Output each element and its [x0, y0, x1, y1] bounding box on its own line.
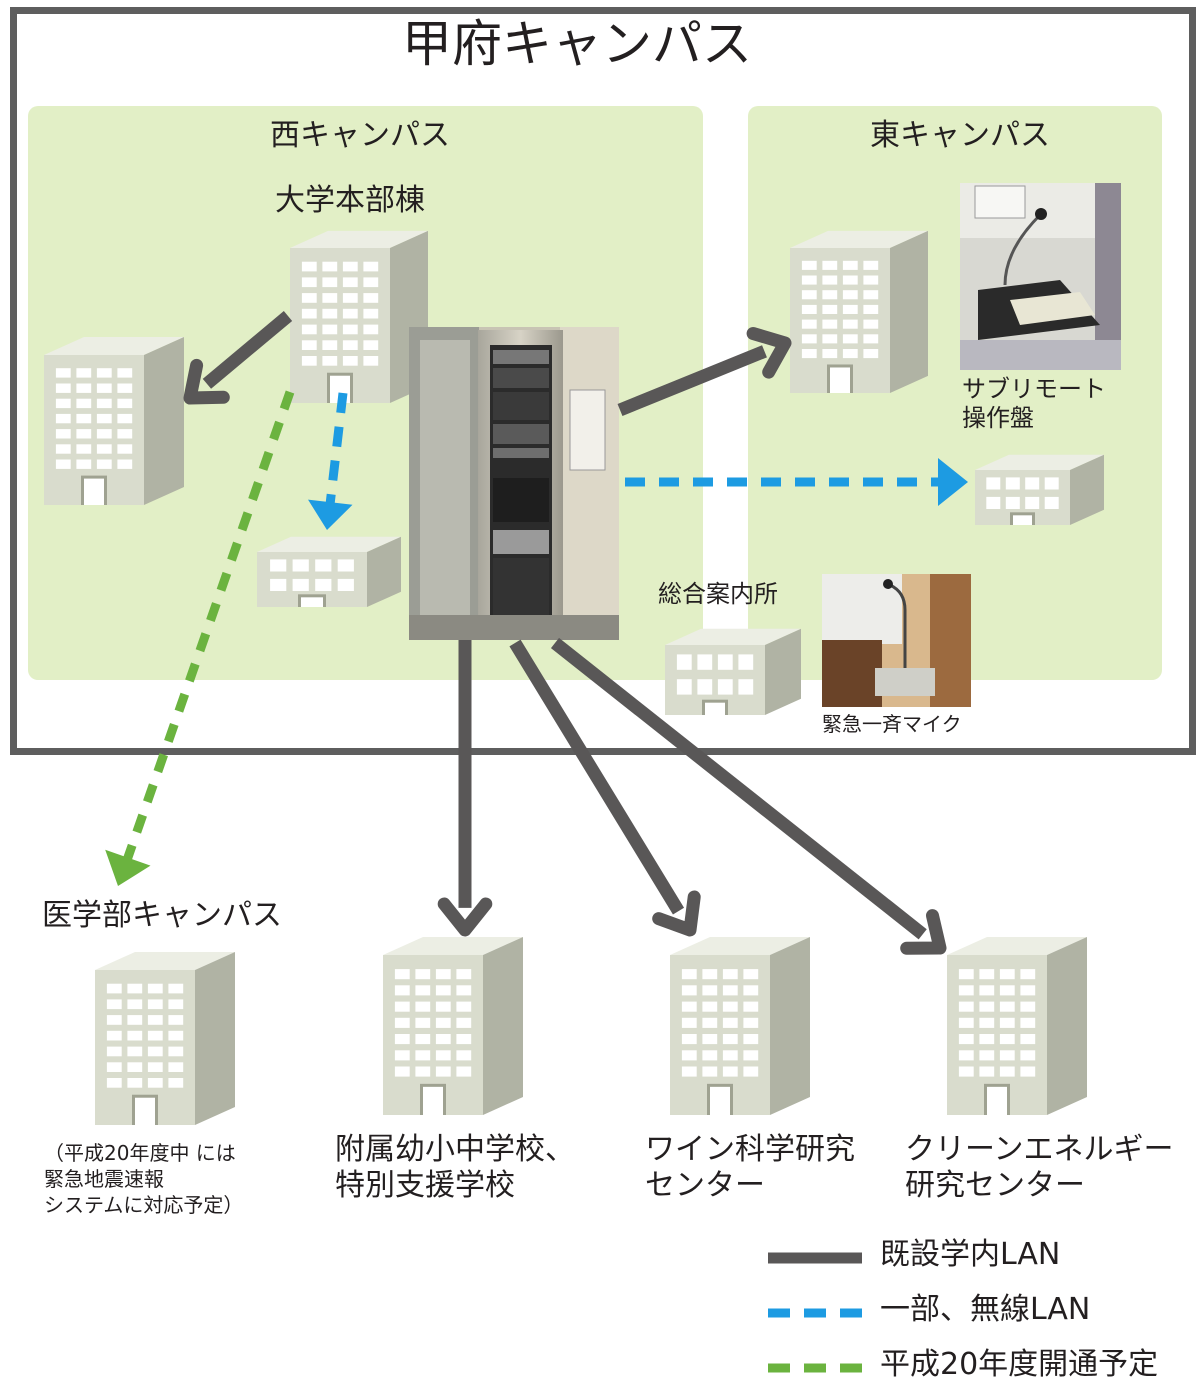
arrow-rack-to-east-building [617, 327, 792, 417]
clean-energy-building [947, 937, 1087, 1115]
medical-building [95, 952, 235, 1125]
hq-building [290, 230, 428, 403]
arrow-hq-to-west-building [183, 311, 293, 405]
arrow-rack-to-wine-research [509, 639, 701, 937]
west-campus-label: 西キャンパス [270, 118, 450, 153]
east-campus-label: 東キャンパス [870, 118, 1050, 153]
legend-label-existing-lan: 既設学内LAN [880, 1237, 1061, 1272]
info-center-building [665, 628, 801, 715]
info-center-label: 総合案内所 [658, 580, 778, 608]
arrow-rack-to-east-small-wireless [625, 458, 968, 506]
west-building-left [44, 337, 184, 505]
kofu-campus-title: 甲府キャンパス [402, 15, 752, 73]
east-building-small [975, 454, 1104, 525]
attached-schools-label: 附属幼小中学校、 特別支援学校 [335, 1132, 575, 1203]
arrow-rack-to-clean-energy [550, 637, 947, 955]
sub-remote-panel-label: サブリモート 操作盤 [962, 375, 1106, 432]
medical-campus-label: 医学部キャンパス [42, 898, 282, 933]
medical-note: （平成20年度中 には 緊急地震速報 システムに対応予定） [44, 1141, 244, 1217]
wine-research-building [670, 937, 810, 1115]
legend-label-planned: 平成20年度開通予定 [880, 1347, 1159, 1382]
server-rack-photo [409, 327, 619, 640]
sub-remote-panel-photo [960, 183, 1121, 370]
attached-schools-building [383, 937, 523, 1115]
emergency-mic-photo [822, 574, 971, 707]
emergency-mic-label: 緊急一斉マイク [822, 712, 962, 736]
legend-label-wireless-lan: 一部、無線LAN [880, 1292, 1091, 1327]
arrow-hq-to-west-small-wireless [308, 392, 353, 530]
arrow-rack-to-attached-schools [437, 640, 493, 937]
wine-research-center-label: ワイン科学研究 センター [645, 1132, 855, 1203]
west-building-small [257, 536, 401, 607]
clean-energy-center-label: クリーンエネルギー 研究センター [905, 1132, 1174, 1203]
kofu-campus-frame [10, 7, 1196, 755]
arrow-hq-to-medical-planned [105, 390, 295, 886]
hq-building-label: 大学本部棟 [275, 183, 425, 218]
east-building-tall [790, 230, 928, 393]
